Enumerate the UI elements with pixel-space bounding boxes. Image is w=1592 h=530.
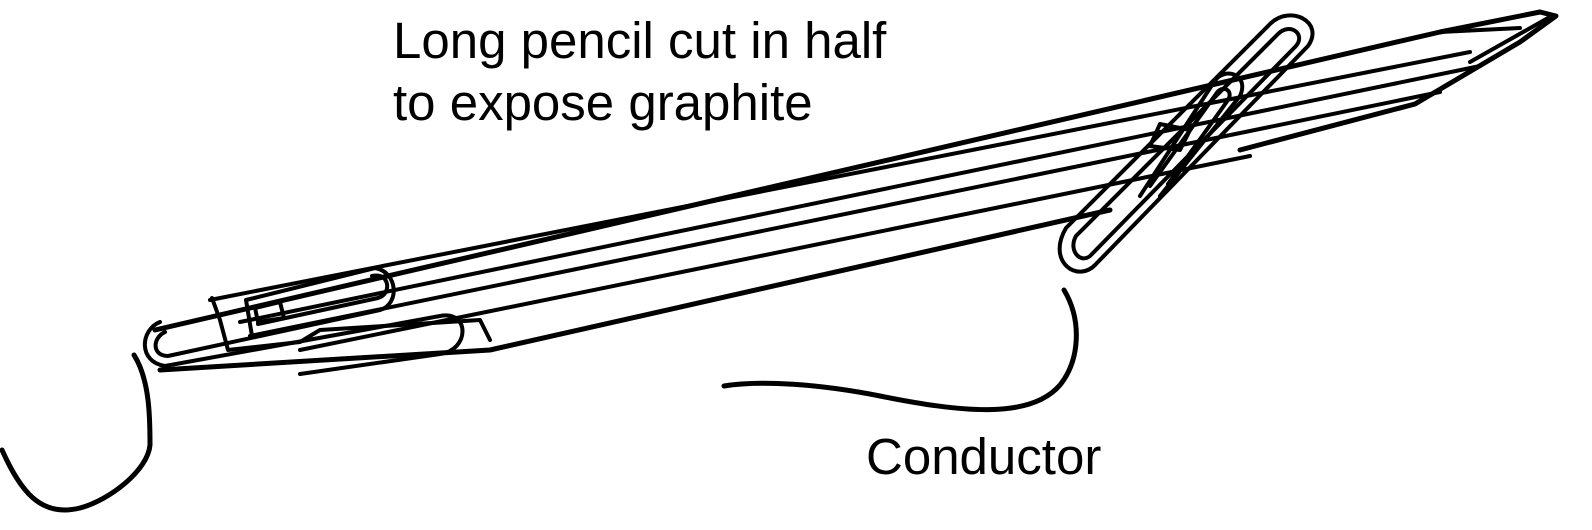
left-paperclip-loop — [256, 273, 389, 326]
pencil-tip-sharpened — [1438, 16, 1550, 64]
pencil-groove-3 — [248, 90, 1442, 338]
pencil-tip — [1237, 9, 1559, 153]
right-paperclip-outer — [1057, 13, 1315, 274]
left-conductor-wire — [0, 352, 153, 513]
pencil-caption-line2: to expose graphite — [393, 74, 813, 131]
left-paperclip-outer — [142, 313, 465, 376]
pencil-groove-2 — [238, 64, 1482, 324]
pencil — [152, 9, 1559, 373]
conductor-label: Conductor — [866, 428, 1102, 485]
right-paperclip-inner — [1138, 71, 1245, 198]
right-paperclip-outer-inner — [1071, 27, 1302, 261]
right-paperclip — [1057, 13, 1315, 274]
pencil-caption-line1: Long pencil cut in half — [393, 12, 887, 69]
right-paperclip-inner-2 — [1148, 86, 1232, 188]
right-conductor-wire — [721, 287, 1079, 413]
pencil-caption: Long pencil cut in half to expose graphi… — [393, 10, 886, 134]
left-paperclip — [142, 266, 465, 376]
right-paperclip-clamp — [1148, 122, 1192, 152]
pencil-bottom-edge — [157, 207, 1113, 373]
left-paperclip-inner — [153, 266, 396, 358]
